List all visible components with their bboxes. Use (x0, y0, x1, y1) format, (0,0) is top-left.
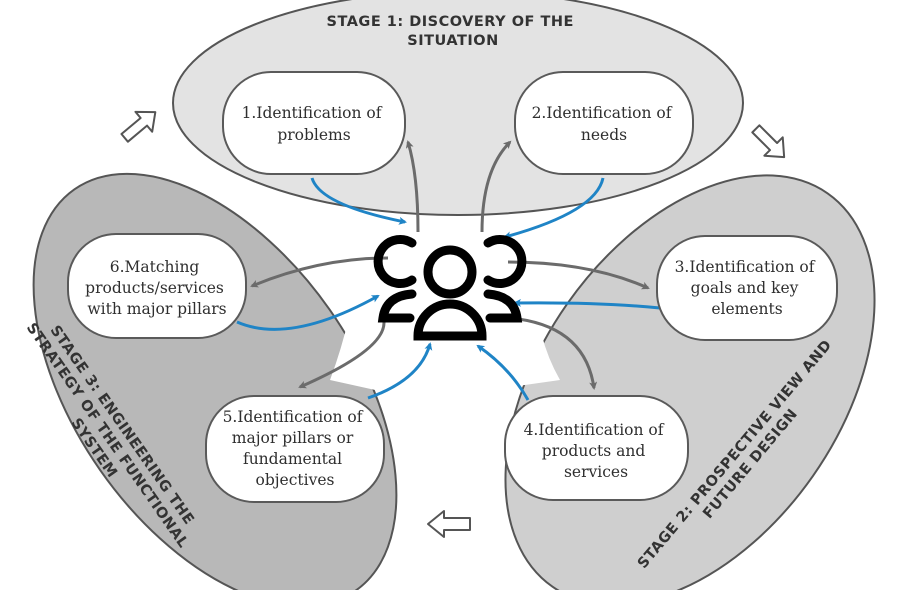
node-2-text: 2.Identification of needs (532, 104, 677, 144)
node-3-text: 3.Identification of goals and key elemen… (675, 258, 820, 318)
arrow-n5-to-center (367, 342, 433, 400)
incoming-arrows (236, 177, 661, 401)
arrow-center-to-n1 (405, 140, 420, 233)
arrow-n3-to-center (513, 298, 661, 310)
node-1-text: 1.Identification of problems (242, 104, 387, 144)
node-5: 5.Identification of major pillars or fun… (205, 395, 385, 503)
arrow-center-to-n2 (480, 140, 512, 233)
stage-1-label-line-1: STAGE 1: DISCOVERY OF THE (327, 14, 574, 30)
node-3: 3.Identification of goals and key elemen… (656, 235, 838, 341)
stage-1-label-line-2: SITUATION (407, 33, 498, 49)
arrow-n4-to-center (476, 344, 530, 401)
node-4-text: 4.Identification of products and service… (524, 421, 669, 481)
hollow-arrow-left-icon (427, 510, 471, 538)
people-group-icon (373, 235, 527, 341)
hollow-arrow-down-right-icon (751, 124, 786, 159)
stage-1-label: STAGE 1: DISCOVERY OF THE SITUATION (327, 14, 580, 49)
arrow-center-to-n4 (509, 316, 598, 390)
node-5-text: 5.Identification of major pillars or fun… (223, 408, 368, 489)
node-6: 6.Matching products/services with major … (67, 233, 247, 339)
arrow-n6-to-center (236, 294, 380, 331)
node-1: 1.Identification of problems (222, 71, 406, 175)
node-4: 4.Identification of products and service… (504, 395, 689, 501)
arrow-n2-to-center (503, 177, 605, 240)
arrow-n1-to-center (310, 177, 407, 225)
arrow-center-to-n6 (250, 256, 389, 288)
arrow-center-to-n3 (507, 260, 650, 290)
arrow-center-to-n5 (298, 321, 386, 389)
node-2: 2.Identification of needs (514, 71, 694, 175)
hollow-arrow-up-right-icon (120, 110, 157, 143)
outgoing-arrows (250, 140, 650, 390)
node-6-text: 6.Matching products/services with major … (85, 258, 229, 318)
